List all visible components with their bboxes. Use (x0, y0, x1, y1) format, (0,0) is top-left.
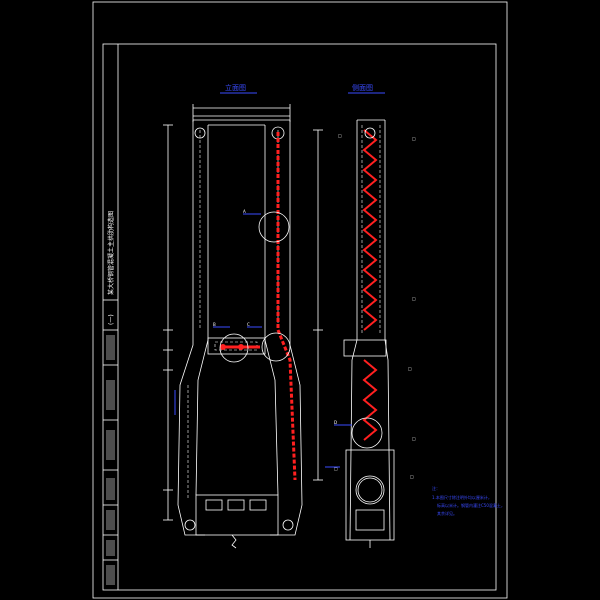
notes-line3: 其余详见。 (437, 510, 457, 516)
notes-line1: 1.本图尺寸除注明外均以厘米计， (432, 494, 492, 500)
elevation-title: 立面图 (225, 83, 246, 92)
detail-circle-c (261, 332, 291, 362)
detail-circle-d (351, 417, 383, 449)
detail-circle-e (355, 475, 385, 505)
callout-b: B (213, 322, 216, 327)
notes-heading: 注： (432, 485, 440, 491)
detail-circle-a (258, 211, 290, 243)
marker-6: □ (338, 133, 342, 138)
callout-c: C (247, 322, 250, 327)
callout-a: A (243, 209, 246, 214)
marker-5: □ (410, 474, 414, 479)
elevation-view: 立面图 (163, 83, 303, 549)
detail-circle-b (219, 333, 249, 363)
marker-1: □ (412, 136, 416, 141)
notes-line2: 标高以米计。钢管内灌注C50混凝土， (437, 502, 505, 508)
outer-frame (92, 1, 508, 599)
side-view-title: 侧面图 (352, 83, 373, 92)
marker-2: □ (412, 296, 416, 301)
side-sheet-no: (一) (108, 314, 115, 325)
side-title: 某大桥钢管混凝土主拱肋构造图 (107, 211, 115, 295)
inner-border (102, 43, 497, 591)
side-view: 侧面图 □ □ □ □ □ □ □ (313, 83, 416, 548)
notes-block: 注： 1.本图尺寸除注明外均以厘米计， 标高以米计。钢管内灌注C50混凝土， 其… (432, 485, 505, 516)
callout-d: D (334, 420, 337, 425)
marker-3: □ (408, 366, 412, 371)
title-strip: 某大桥钢管混凝土主拱肋构造图 (一) (103, 44, 119, 590)
marker-7: □ (334, 466, 338, 471)
marker-4: □ (412, 436, 416, 441)
